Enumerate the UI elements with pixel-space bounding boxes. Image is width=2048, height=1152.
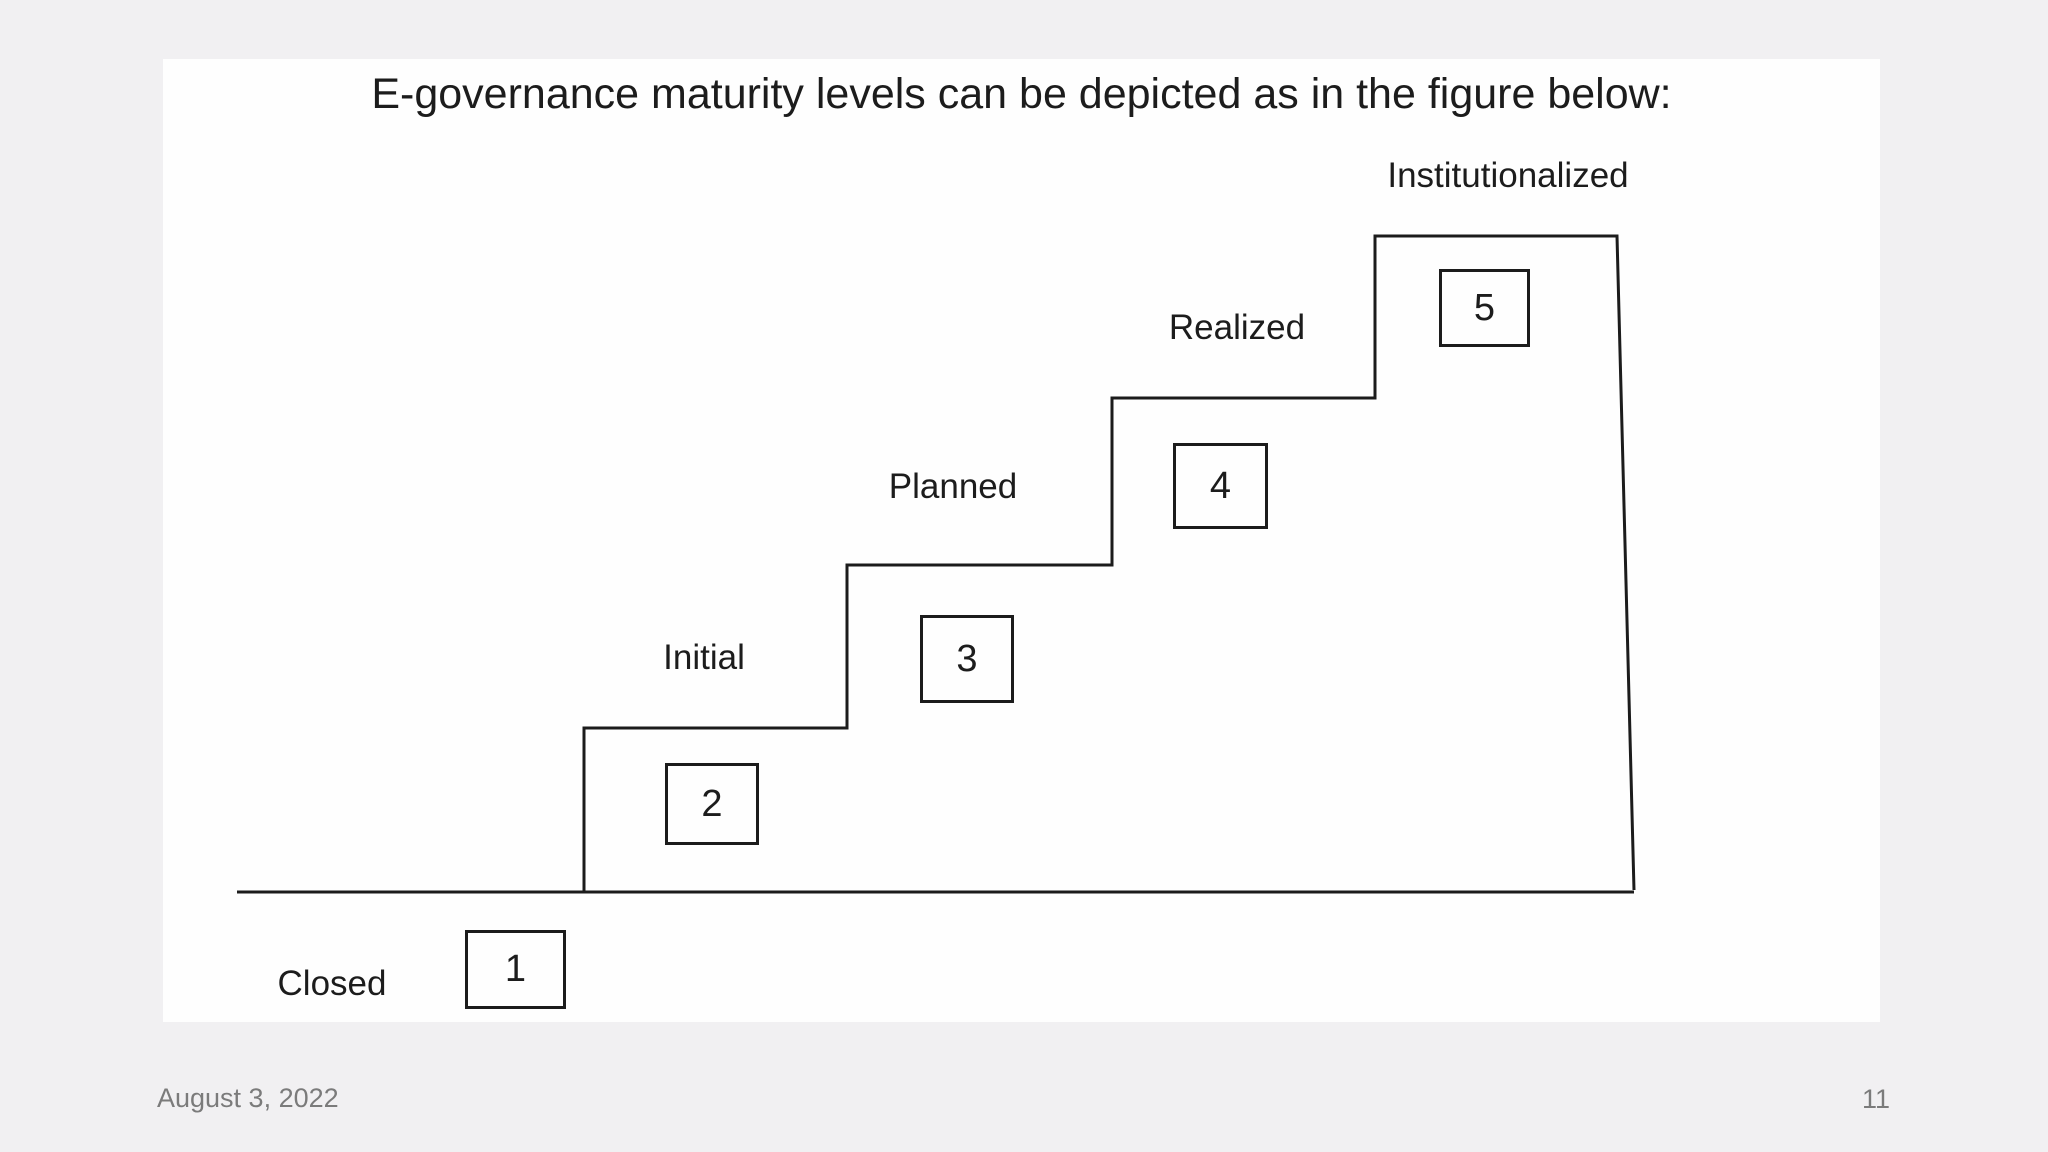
footer-date: August 3, 2022 <box>157 1083 339 1113</box>
level-box-2: 2 <box>665 763 759 845</box>
level-box-4: 4 <box>1173 443 1268 529</box>
level-number-1: 1 <box>504 948 527 990</box>
level-number-5: 5 <box>1473 286 1496 329</box>
page-number: 11 <box>1861 1084 1890 1114</box>
level-number-3: 3 <box>956 637 978 680</box>
level-box-5: 5 <box>1439 269 1530 347</box>
level-label-realized: Realized <box>1168 308 1306 347</box>
level-label-planned: Planned <box>888 467 1018 506</box>
slide-title: E-governance maturity levels can be depi… <box>371 70 1672 118</box>
level-label-initial: Initial <box>663 638 745 677</box>
level-box-3: 3 <box>920 615 1014 703</box>
level-label-institutionalized: Institutionalized <box>1387 156 1629 195</box>
staircase-outline <box>582 234 1636 892</box>
level-box-1: 1 <box>465 930 566 1009</box>
level-label-closed: Closed <box>277 964 387 1003</box>
level-number-4: 4 <box>1209 464 1232 507</box>
slide: E-governance maturity levels can be depi… <box>163 59 1880 1022</box>
level-number-2: 2 <box>701 782 723 825</box>
